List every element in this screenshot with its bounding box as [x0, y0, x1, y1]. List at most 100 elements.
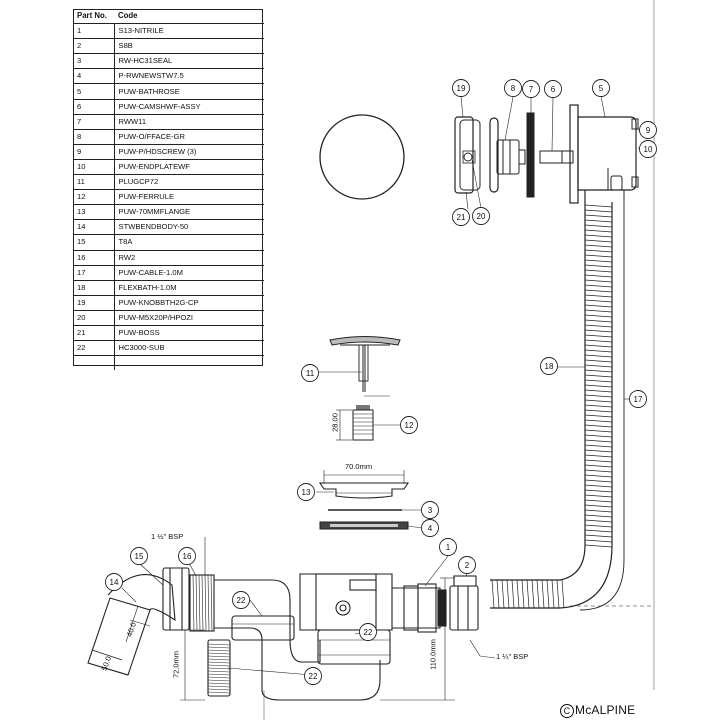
callout-circle-c12: [400, 416, 418, 434]
callout-number-c7: 7: [529, 85, 534, 94]
thread-line: [192, 574, 195, 632]
callout-number-c4: 4: [428, 524, 433, 533]
thread-line: [207, 661, 231, 664]
part-code-cell: PUW-ENDPLATEWF: [114, 158, 264, 175]
hose-rib: [584, 254, 613, 258]
callout-circle-c21: [452, 208, 470, 226]
callout-number-c21: 21: [457, 213, 466, 222]
hose-rib: [584, 364, 613, 368]
part-code-cell: PUW-CABLE-1.0M: [114, 264, 264, 281]
hose-rib: [584, 524, 613, 528]
hose-rib: [584, 394, 613, 398]
hose-rib: [584, 289, 613, 293]
callout-circle-c13: [297, 483, 315, 501]
hose-rib: [536, 579, 540, 609]
hose-rib: [521, 579, 525, 609]
hose-rib: [506, 579, 510, 609]
hose-rib: [546, 579, 550, 609]
hose-rib: [584, 284, 613, 288]
callout-circle-c22b: [359, 623, 377, 641]
hose-rib: [584, 249, 613, 253]
hose-rib: [511, 579, 515, 609]
callout-circle-c6: [544, 80, 562, 98]
header-code: Code: [118, 11, 138, 21]
hose-rib: [584, 514, 613, 518]
hose-rib: [584, 219, 613, 223]
part-code-cell: PUW-M5X20P/HPOZI: [114, 309, 264, 326]
hose-rib: [584, 534, 613, 538]
part-code-cell: PUW-CAMSHWF-ASSY: [114, 98, 264, 115]
part-number-cell: 19: [73, 294, 115, 311]
hose-rib: [561, 579, 565, 609]
thread-line: [207, 682, 231, 685]
dimension-label-70mm: 70.0mm: [345, 462, 373, 471]
hose-rib: [584, 329, 613, 333]
thread-line: [207, 643, 231, 646]
part-code-cell: FLEXBATH-1.0M: [114, 279, 264, 296]
hose-rib: [526, 579, 530, 609]
hose-rib: [584, 229, 613, 233]
callout-number-c9: 9: [646, 126, 651, 135]
part-code-cell: S8B: [114, 38, 264, 54]
hose-rib: [584, 299, 613, 303]
hose-rib: [584, 259, 613, 263]
hose-rib: [496, 579, 500, 609]
hose-rib: [491, 579, 495, 609]
hose-rib: [584, 319, 613, 323]
hose-rib: [584, 459, 613, 463]
part-code-cell: STWBENDBODY-50: [114, 219, 264, 235]
callout-number-c20: 20: [477, 212, 486, 221]
part-code-cell: PUW-P/HDSCREW (3): [114, 143, 264, 160]
thread-line: [210, 574, 213, 632]
part-number-cell: 5: [73, 83, 115, 100]
brand-name: McALPINE: [575, 703, 636, 717]
hose-rib: [584, 234, 613, 238]
callout-number-c22a: 22: [237, 596, 246, 605]
copyright-symbol: C: [560, 703, 574, 718]
overflow-assembly: [454, 104, 639, 204]
hose-rib: [584, 389, 613, 393]
callout-number-c1: 1: [446, 543, 451, 552]
callout-circle-c3: [421, 501, 439, 519]
hose-rib: [584, 444, 613, 448]
part-code-cell: PUW-BATHROSE: [114, 83, 264, 100]
hose-rib: [584, 304, 613, 308]
part-code-cell: PUW-KNOBBTH2G-CP: [114, 294, 264, 311]
hose-rib: [584, 204, 613, 208]
callout-circle-c7: [522, 80, 540, 98]
thread-line: [198, 574, 201, 632]
part-number-cell: 2: [73, 38, 115, 54]
part-code-cell: RW-HC31SEAL: [114, 53, 264, 69]
part-number-cell: 17: [73, 264, 115, 281]
hose-rib: [584, 344, 613, 348]
hose-rib: [584, 404, 613, 408]
hose-rib: [584, 424, 613, 428]
callout-number-c11: 11: [306, 369, 315, 378]
callout-circle-c14: [105, 573, 123, 591]
part-code-cell: HC3000-SUB: [114, 340, 264, 356]
leader-lines: [121, 95, 643, 676]
thread-line: [207, 670, 231, 673]
hose-rib: [584, 269, 613, 273]
hose-rib: [584, 224, 613, 228]
hose-rib: [584, 454, 613, 458]
callout-number-c19: 19: [457, 84, 466, 93]
thread-line: [207, 652, 231, 655]
callout-number-c22c: 22: [309, 672, 318, 681]
